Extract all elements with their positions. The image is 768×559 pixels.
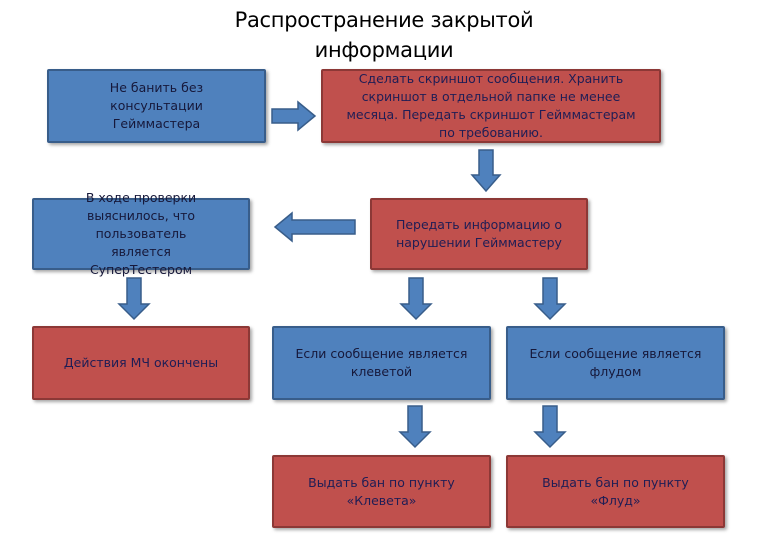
arrow-left-icon bbox=[273, 211, 356, 243]
node-screenshot: Сделать скриншот сообщения. Хранить скри… bbox=[321, 69, 661, 143]
arrow-right-icon bbox=[271, 100, 317, 132]
arrow-down-icon bbox=[533, 277, 567, 321]
arrow-down-icon bbox=[470, 149, 502, 193]
arrow-down-icon bbox=[398, 405, 432, 449]
arrow-down-icon bbox=[117, 277, 151, 321]
arrow-down-icon bbox=[399, 277, 433, 321]
node-if-slander: Если сообщение является клеветой bbox=[272, 326, 491, 400]
node-actions-done: Действия МЧ окончены bbox=[32, 326, 250, 400]
node-ban-flood: Выдать бан по пункту «Флуд» bbox=[506, 455, 725, 528]
node-no-ban: Не банить без консультации Гейммастера bbox=[47, 69, 266, 143]
node-supertester: В ходе проверки выяснилось, что пользова… bbox=[32, 190, 250, 277]
diagram-title-line-2: информации bbox=[314, 38, 454, 62]
diagram-title-line-1: Распространение закрытой bbox=[234, 8, 534, 32]
node-report-gm: Передать информацию о нарушении Гейммаст… bbox=[370, 198, 588, 270]
arrow-down-icon bbox=[533, 405, 567, 449]
node-ban-slander: Выдать бан по пункту «Клевета» bbox=[272, 455, 491, 528]
node-if-flood: Если сообщение является флудом bbox=[506, 326, 725, 400]
